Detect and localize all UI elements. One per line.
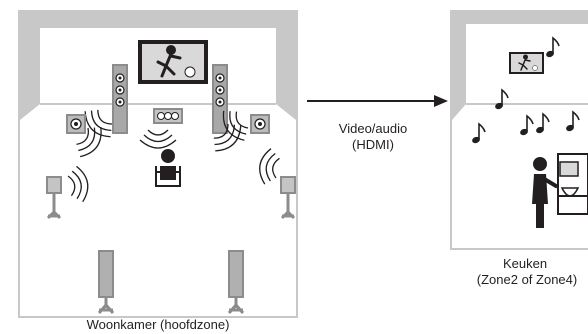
second-tv — [508, 51, 545, 75]
front-right-speaker — [211, 63, 229, 135]
cook-person — [532, 157, 558, 228]
main-room-label: Woonkamer (hoofdzone) — [86, 317, 230, 332]
main-room — [18, 10, 298, 318]
second-room-label-line2: (Zone2 of Zone4) — [476, 272, 578, 287]
second-room-floor — [452, 24, 588, 248]
kitchen-counter — [557, 153, 588, 215]
center-speaker — [153, 108, 183, 124]
main-tv — [136, 38, 210, 86]
presence-left-speaker — [65, 113, 87, 135]
front-left-speaker — [111, 63, 129, 135]
connection-label-line1: Video/audio — [338, 121, 408, 136]
second-room — [450, 10, 588, 250]
connection-label-line2: (HDMI) — [352, 137, 394, 152]
listener — [155, 149, 181, 187]
hdmi-arrow — [307, 95, 448, 107]
presence-right-speaker — [249, 113, 271, 135]
second-room-label-line1: Keuken — [502, 256, 548, 271]
